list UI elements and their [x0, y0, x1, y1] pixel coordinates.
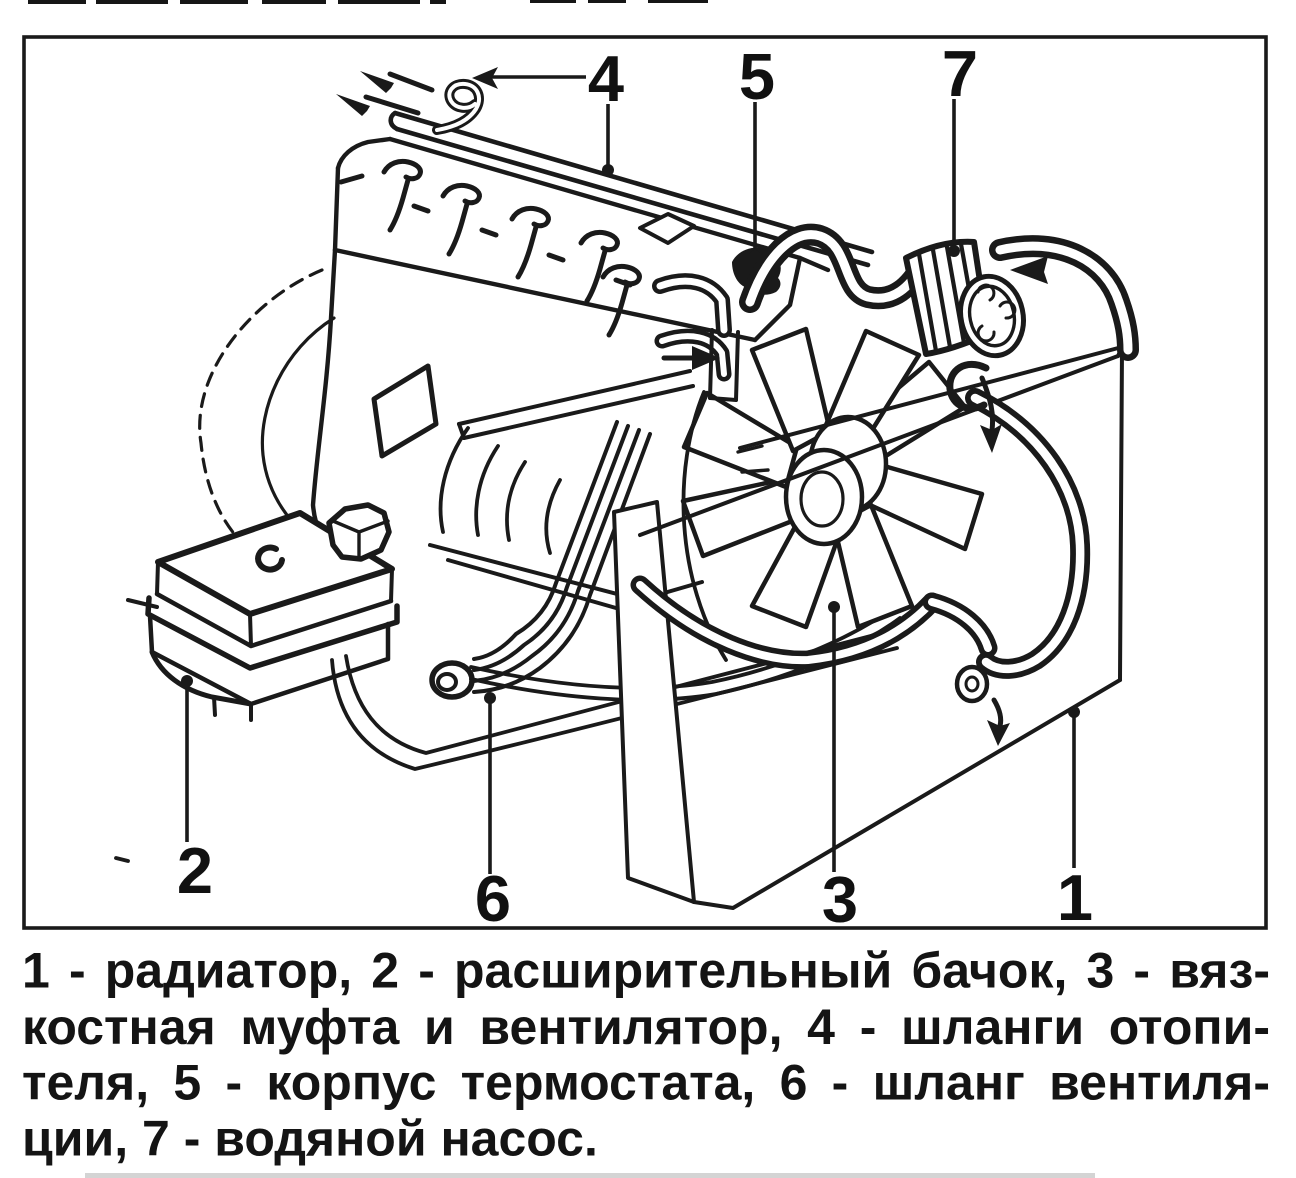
svg-text:костная муфта и вентилятор, 4: костная муфта и вентилятор, 4 - шланги о… — [22, 999, 1270, 1055]
svg-text:3: 3 — [822, 863, 858, 936]
svg-text:ции, 7 - водяной насос.: ции, 7 - водяной насос. — [22, 1111, 598, 1167]
svg-text:6: 6 — [475, 862, 511, 935]
svg-text:4: 4 — [588, 42, 624, 115]
svg-text:7: 7 — [942, 37, 978, 110]
svg-text:1: 1 — [1057, 861, 1093, 934]
svg-text:2: 2 — [177, 834, 213, 907]
svg-text:1 - радиатор, 2 - расширительн: 1 - радиатор, 2 - расширительный бачок, … — [22, 943, 1270, 999]
svg-text:теля, 5 - корпус термостата, 6: теля, 5 - корпус термостата, 6 - шланг в… — [22, 1055, 1270, 1111]
svg-text:5: 5 — [739, 40, 775, 113]
